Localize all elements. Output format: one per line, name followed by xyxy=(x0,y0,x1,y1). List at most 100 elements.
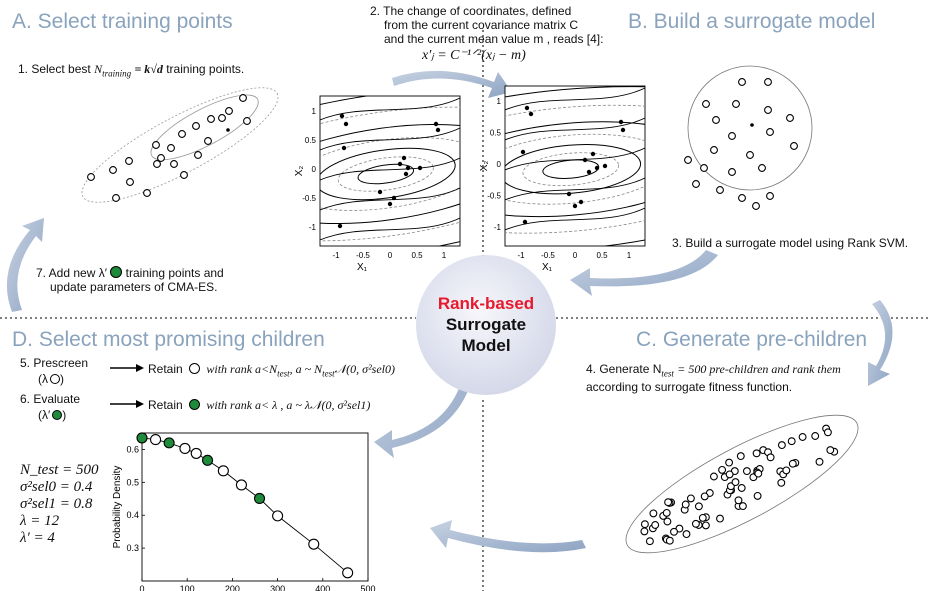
training-point xyxy=(178,130,186,138)
y-tick-label: -1 xyxy=(309,223,317,232)
sample-point xyxy=(417,165,423,171)
prechild-point xyxy=(823,428,832,437)
training-points xyxy=(87,94,251,202)
x-tick-label: 400 xyxy=(315,584,330,591)
prescreened-point xyxy=(272,510,284,522)
y-tick-label: 0 xyxy=(312,165,317,174)
step1-sub: training xyxy=(102,68,132,79)
arrow-c-to-d xyxy=(430,520,586,553)
prechild-point xyxy=(752,449,761,458)
x-tick-label: 0 xyxy=(573,251,578,260)
contour-band xyxy=(505,207,645,231)
prechild-point xyxy=(736,452,745,461)
contour-lines xyxy=(505,86,645,246)
training-point xyxy=(170,160,178,168)
contour-ellipse xyxy=(505,86,645,246)
step2-formula: x′ⱼ = C⁻¹ᐟ²(xⱼ − m) xyxy=(422,48,526,63)
green-dot-icon xyxy=(52,410,63,420)
param-sigma-sel1: σ²sel1 = 0.8 xyxy=(20,496,93,512)
x-tick-label: -1 xyxy=(517,251,525,260)
prechild-point xyxy=(742,467,751,476)
sample-point xyxy=(528,111,534,117)
y-axis-label: X₂ xyxy=(479,161,490,172)
contour-ellipse xyxy=(505,121,645,218)
x-tick-label: 300 xyxy=(270,584,285,591)
y-tick-label: -1 xyxy=(494,223,502,232)
sample-point xyxy=(401,155,407,161)
contour-ellipse xyxy=(320,106,460,242)
plot-frame xyxy=(319,95,461,247)
evaluated-point xyxy=(201,454,214,466)
surrogate-point xyxy=(738,194,746,202)
step2-text: 2. The change of coordinates, defined fr… xyxy=(370,4,603,63)
contour-lines xyxy=(320,96,460,246)
surrogate-point xyxy=(728,132,736,140)
y-tick-label: 0.6 xyxy=(126,444,139,454)
x-tick-label: 1 xyxy=(442,251,447,260)
open-circle-icon xyxy=(50,374,60,384)
section-b-title: B. Build a surrogate model xyxy=(628,10,876,33)
prechild-point xyxy=(725,470,734,479)
training-point xyxy=(204,137,212,145)
y-tick-label: -0.5 xyxy=(302,194,316,203)
y-tick-label: 1 xyxy=(497,97,502,106)
step7-prefix: 7. Add new λ′ xyxy=(36,266,107,280)
sample-point xyxy=(403,171,409,177)
step6-label: 6. Evaluate xyxy=(20,392,81,406)
surrogate-point xyxy=(752,202,760,210)
step4-line1-tail: = 500 pre-children and rank them xyxy=(677,362,841,376)
surrogate-point xyxy=(712,116,720,124)
sample-point xyxy=(339,113,345,119)
prechild-point xyxy=(670,527,678,536)
retain-2-cond: with rank a< λ , a ~ λ𝒩(0, σ²sel1) xyxy=(206,398,371,412)
surrogate-point xyxy=(732,100,740,108)
step5-sub: (λ) xyxy=(38,372,64,386)
x-tick-label: 500 xyxy=(360,584,375,591)
x-tick-label: 0 xyxy=(388,251,393,260)
prescreened-point xyxy=(342,567,354,579)
prechild-point xyxy=(662,508,671,517)
sample-point xyxy=(590,151,596,157)
training-ellipse xyxy=(81,87,279,203)
mean-point xyxy=(750,123,754,127)
section-c-title: C. Generate pre-children xyxy=(636,328,868,351)
step1-formula: N xyxy=(94,62,103,76)
sample-point xyxy=(397,161,403,167)
contour-band xyxy=(505,117,645,141)
x-tick-label: 200 xyxy=(225,584,240,591)
surrogate-point xyxy=(728,168,736,176)
surrogate-point xyxy=(764,106,772,114)
sample-point xyxy=(566,191,572,197)
rank-density-chart: 01002003004005000.30.40.50.6RankProbabil… xyxy=(112,432,376,591)
x-tick-label: -0.5 xyxy=(356,251,370,260)
param-lambda: λ = 12 xyxy=(20,513,60,529)
step2-line1: 2. The change of coordinates, defined xyxy=(370,4,572,18)
open-circle-icon xyxy=(189,363,201,374)
green-dot-icon xyxy=(110,266,123,278)
evaluated-point xyxy=(136,432,148,444)
prechildren-ellipse xyxy=(625,414,859,554)
prechild-point xyxy=(738,502,747,511)
y-tick-label: 0.5 xyxy=(126,477,139,487)
y-tick-label: 0.4 xyxy=(126,510,139,520)
step4-line2: according to surrogate fitness function. xyxy=(586,380,793,395)
arrow-d-to-a xyxy=(6,218,44,312)
prescreened-point xyxy=(308,538,320,550)
prescreened-point xyxy=(179,442,191,455)
arrow-step3 xyxy=(570,250,718,296)
step1-eq: = k√d xyxy=(134,62,163,76)
sample-point xyxy=(524,105,530,111)
x-tick-label: 0.5 xyxy=(596,251,608,260)
param-ntest: N_test = 500 xyxy=(20,462,99,478)
prechild-point xyxy=(753,491,762,500)
contour-ellipse xyxy=(337,156,434,192)
step1-prefix: 1. Select best xyxy=(18,62,91,76)
contour-band xyxy=(320,127,460,151)
step2-line3: and the current mean value m , reads [4]… xyxy=(384,32,604,46)
prechild-point xyxy=(682,530,691,539)
contour-band xyxy=(505,177,645,201)
surrogate-point xyxy=(700,164,708,172)
step7-text: 7. Add new λ′ training points and update… xyxy=(36,266,224,294)
prechild-point xyxy=(649,509,658,518)
